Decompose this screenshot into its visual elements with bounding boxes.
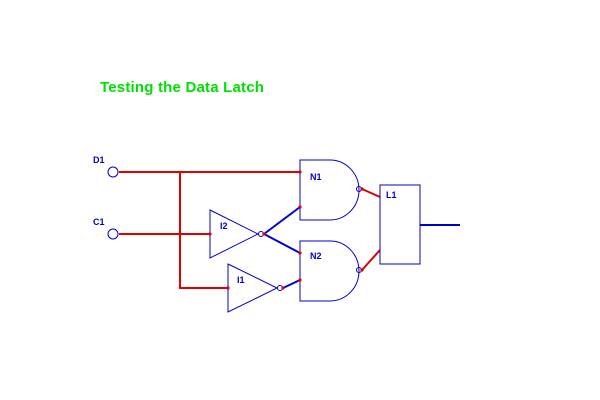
inverter-i2[interactable]: I2 — [209, 209, 264, 259]
wire-d1-tap-to-i1 — [179, 172, 228, 289]
latch-label-l1: L1 — [386, 190, 397, 200]
gate-label-i2: I2 — [220, 221, 228, 231]
connection-dot — [360, 187, 364, 191]
terminal-circle-icon — [107, 228, 119, 240]
wire-i2-to-n1 — [263, 206, 301, 235]
wire-i1-to-n2 — [282, 279, 301, 289]
connection-dot — [298, 278, 302, 282]
wire-i2-to-n2 — [263, 233, 301, 254]
input-label-d1: D1 — [93, 155, 105, 165]
input-terminal-c1[interactable]: C1 — [93, 217, 119, 240]
connection-dot — [298, 170, 302, 174]
wires — [119, 171, 381, 289]
latch-l1[interactable]: L1 — [379, 184, 421, 265]
input-terminal-d1[interactable]: D1 — [93, 155, 119, 178]
connection-dot — [281, 286, 285, 290]
nand-body-icon — [299, 159, 360, 221]
connection-dot — [226, 286, 230, 290]
gate-label-i1: I1 — [237, 275, 245, 285]
connection-dot — [208, 232, 212, 236]
nand-gate-n2[interactable]: N2 — [299, 240, 362, 302]
inverter-i1[interactable]: I1 — [227, 263, 283, 313]
connection-dot — [262, 232, 266, 236]
inverter-triangle-icon — [209, 209, 260, 259]
nand-body-icon — [299, 240, 360, 302]
gate-label-n1: N1 — [310, 172, 322, 182]
terminal-circle-icon — [107, 166, 119, 178]
inverter-triangle-icon — [227, 263, 279, 313]
connection-dot — [298, 205, 302, 209]
internal-connections — [263, 206, 301, 289]
wire-n1-to-l1 — [361, 188, 381, 198]
diagram-title: Testing the Data Latch — [100, 79, 265, 96]
wire-n2-to-l1 — [361, 249, 381, 271]
connection-dot — [360, 268, 364, 272]
gate-label-n2: N2 — [310, 251, 322, 261]
connection-dot — [298, 251, 302, 255]
connection-dots — [208, 170, 364, 290]
nand-gate-n1[interactable]: N1 — [299, 159, 362, 221]
input-label-c1: C1 — [93, 217, 105, 227]
